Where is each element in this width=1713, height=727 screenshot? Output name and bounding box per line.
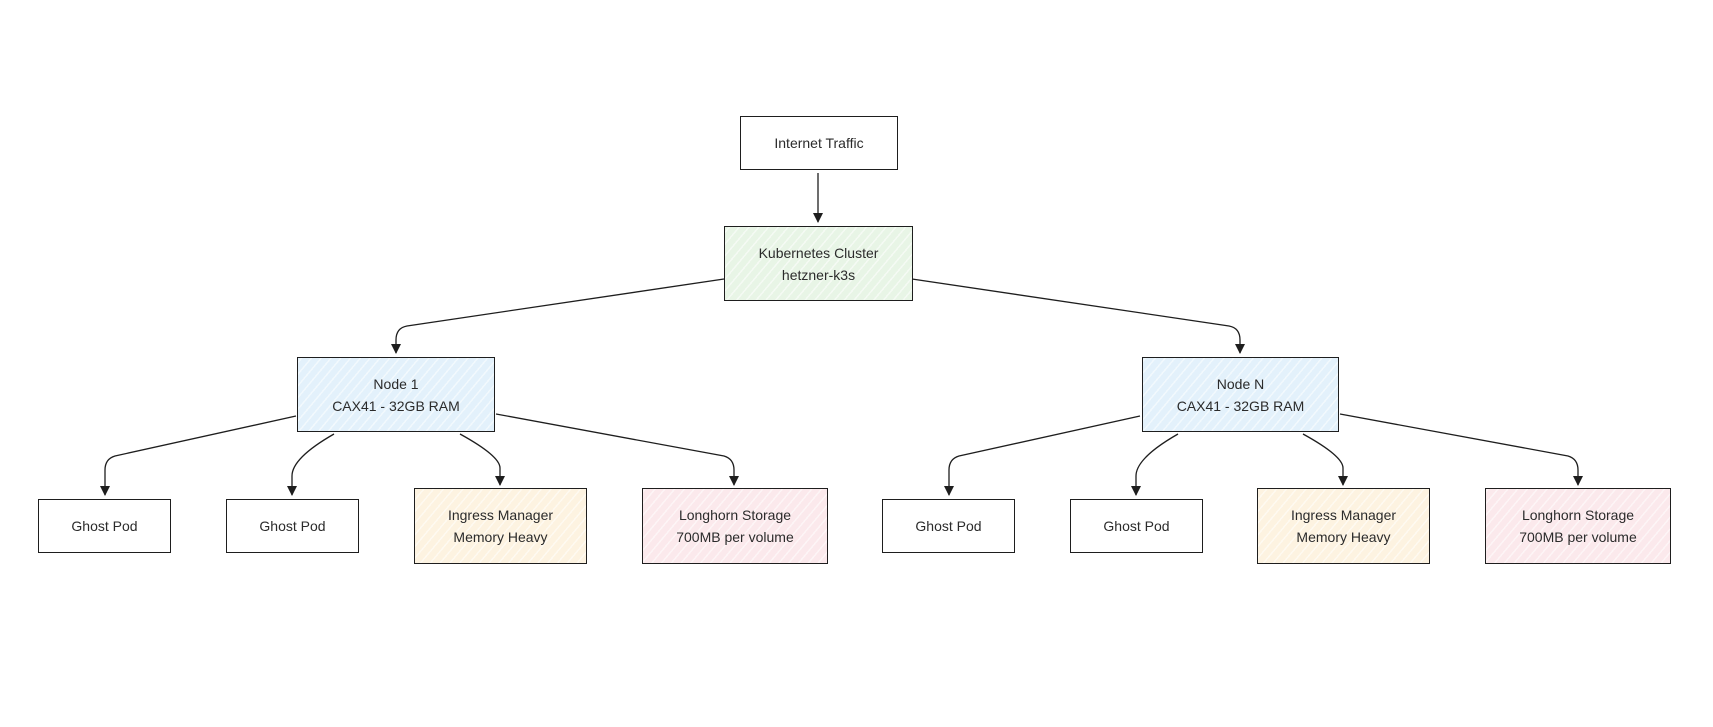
edge-cluster-to-node-1 [391, 278, 725, 354]
longhorn-storage-note: 700MB per volume [676, 529, 794, 545]
ghost-pod-label: Ghost Pod [71, 518, 138, 534]
edge-cluster-to-node-n [911, 278, 1245, 354]
ghost-pod-label: Ghost Pod [259, 518, 326, 534]
internet-traffic-node[interactable]: Internet Traffic [740, 116, 898, 170]
edge-node-1-to-ghost-pod-1 [100, 415, 297, 496]
node-1-label: Node 1 [373, 375, 419, 392]
node-n-ingress-manager[interactable]: Ingress Manager Memory Heavy [1257, 488, 1430, 564]
ingress-manager-note: Memory Heavy [1296, 529, 1391, 545]
node-1-ghost-pod-2[interactable]: Ghost Pod [226, 499, 359, 553]
node-1-ingress-manager[interactable]: Ingress Manager Memory Heavy [414, 488, 587, 564]
longhorn-storage-note: 700MB per volume [1519, 529, 1637, 545]
node-n-label: Node N [1216, 375, 1265, 392]
edge-node-n-to-ghost-pod-2 [1131, 433, 1179, 496]
internet-traffic-label: Internet Traffic [774, 135, 864, 151]
node-n-longhorn-storage[interactable]: Longhorn Storage 700MB per volume [1485, 488, 1671, 564]
node-1-spec: CAX41 - 32GB RAM [332, 397, 460, 414]
edge-node-n-to-ingress-manager [1302, 433, 1348, 486]
node-1-ghost-pod-1[interactable]: Ghost Pod [38, 499, 171, 553]
node-1[interactable]: Node 1 CAX41 - 32GB RAM [297, 357, 495, 432]
node-n-ghost-pod-1[interactable]: Ghost Pod [882, 499, 1015, 553]
ingress-manager-label: Ingress Manager [1290, 507, 1397, 523]
ghost-pod-label: Ghost Pod [915, 518, 982, 534]
ghost-pod-label: Ghost Pod [1103, 518, 1170, 534]
longhorn-storage-label: Longhorn Storage [1521, 507, 1635, 523]
edge-node-n-to-longhorn-storage [1339, 413, 1583, 486]
edge-node-n-to-ghost-pod-1 [944, 415, 1141, 496]
ingress-manager-note: Memory Heavy [453, 529, 548, 545]
kubernetes-cluster-node[interactable]: Kubernetes Cluster hetzner-k3s [724, 226, 913, 301]
node-1-longhorn-storage[interactable]: Longhorn Storage 700MB per volume [642, 488, 828, 564]
kubernetes-cluster-sublabel: hetzner-k3s [781, 266, 856, 283]
edge-node-1-to-ingress-manager [459, 433, 505, 486]
edge-node-1-to-ghost-pod-2 [287, 433, 335, 496]
node-n[interactable]: Node N CAX41 - 32GB RAM [1142, 357, 1339, 432]
edge-node-1-to-longhorn-storage [495, 413, 739, 486]
node-n-ghost-pod-2[interactable]: Ghost Pod [1070, 499, 1203, 553]
longhorn-storage-label: Longhorn Storage [678, 507, 792, 523]
node-n-spec: CAX41 - 32GB RAM [1176, 397, 1305, 414]
ingress-manager-label: Ingress Manager [447, 507, 554, 523]
kubernetes-cluster-label: Kubernetes Cluster [758, 244, 879, 261]
